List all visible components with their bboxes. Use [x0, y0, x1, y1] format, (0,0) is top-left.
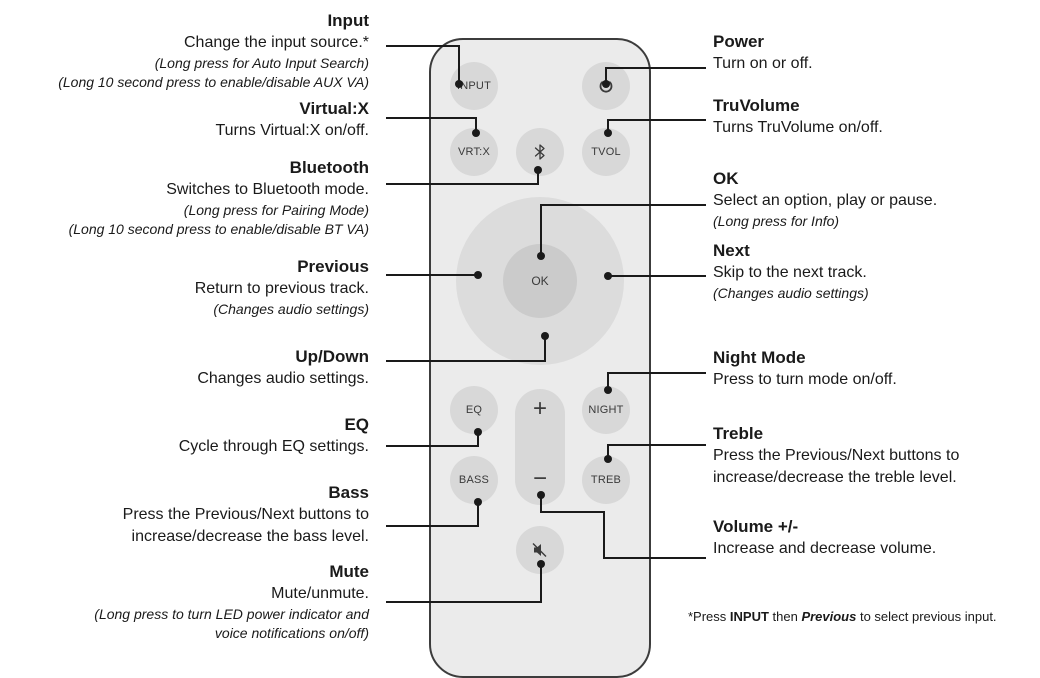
label-ok-note1: (Long press for Info) [713, 213, 840, 229]
label-bluetooth-note1: (Long press for Pairing Mode) [183, 202, 369, 218]
label-treble-desc2: increase/decrease the treble level. [713, 469, 957, 486]
label-eq: EQ Cycle through EQ settings. [179, 414, 369, 458]
label-bluetooth: Bluetooth Switches to Bluetooth mode. (L… [69, 157, 369, 239]
footnote-prefix: *Press [688, 609, 730, 624]
label-updown-desc: Changes audio settings. [197, 370, 369, 387]
footnote-key1: INPUT [729, 609, 769, 624]
volume-down-label[interactable]: − [532, 465, 547, 492]
volume-up-label[interactable]: + [532, 395, 547, 422]
label-volume-title: Volume +/- [713, 517, 799, 536]
label-bass-desc1: Press the Previous/Next buttons to [122, 506, 369, 523]
label-virtualx-title: Virtual:X [299, 99, 369, 118]
eq-button[interactable]: EQ [450, 386, 498, 434]
label-input-note1: (Long press for Auto Input Search) [154, 55, 369, 71]
ok-button-label: OK [531, 274, 549, 288]
vrtx-button-label: VRT:X [458, 146, 490, 158]
label-power-title: Power [713, 32, 765, 51]
label-bluetooth-note2: (Long 10 second press to enable/disable … [68, 221, 369, 237]
label-input: Input Change the input source.* (Long pr… [58, 10, 369, 92]
bass-button-label: BASS [458, 474, 490, 486]
label-virtualx-desc: Turns Virtual:X on/off. [215, 122, 369, 139]
label-nightmode-title: Night Mode [713, 348, 806, 367]
label-previous: Previous Return to previous track. (Chan… [195, 256, 369, 319]
treble-button[interactable]: TREB [582, 456, 630, 504]
night-mode-button[interactable]: NIGHT [582, 386, 630, 434]
label-updown: Up/Down Changes audio settings. [197, 346, 369, 390]
label-eq-desc: Cycle through EQ settings. [178, 438, 369, 455]
label-truvolume-title: TruVolume [713, 96, 800, 115]
eq-button-label: EQ [465, 404, 483, 416]
label-previous-desc: Return to previous track. [194, 280, 369, 297]
label-volume: Volume +/- Increase and decrease volume. [713, 516, 936, 560]
label-next-title: Next [713, 241, 750, 260]
label-mute-note2: voice notifications on/off) [214, 625, 369, 641]
label-mute-desc: Mute/unmute. [271, 585, 369, 602]
virtualx-button[interactable]: VRT:X [450, 128, 498, 176]
label-treble-desc1: Press the Previous/Next buttons to [713, 447, 960, 464]
label-next: Next Skip to the next track. (Changes au… [713, 240, 869, 303]
label-next-note1: (Changes audio settings) [713, 285, 869, 301]
label-treble: Treble Press the Previous/Next buttons t… [713, 423, 959, 489]
label-virtualx: Virtual:X Turns Virtual:X on/off. [215, 98, 369, 142]
label-bass: Bass Press the Previous/Next buttons to … [123, 482, 369, 548]
label-previous-note1: (Changes audio settings) [213, 301, 369, 317]
footnote-mid: then [768, 609, 802, 624]
label-previous-title: Previous [297, 257, 369, 276]
label-truvolume-desc: Turns TruVolume on/off. [713, 119, 883, 136]
bluetooth-icon [534, 143, 546, 161]
label-power: Power Turn on or off. [713, 31, 813, 75]
mute-icon [532, 542, 548, 558]
label-ok-title: OK [713, 169, 739, 188]
label-bass-title: Bass [328, 483, 369, 502]
footnote-suffix: to select previous input. [856, 609, 997, 624]
label-bluetooth-title: Bluetooth [289, 158, 369, 177]
label-mute-note1: (Long press to turn LED power indicator … [94, 606, 369, 622]
label-next-desc: Skip to the next track. [713, 264, 867, 281]
label-eq-title: EQ [344, 415, 369, 434]
input-button-label: INPUT [457, 80, 491, 92]
tvol-button-label: TVOL [591, 146, 621, 158]
label-input-desc: Change the input source.* [183, 34, 369, 51]
label-updown-title: Up/Down [295, 347, 369, 366]
label-volume-desc: Increase and decrease volume. [713, 540, 937, 557]
truvolume-button[interactable]: TVOL [582, 128, 630, 176]
footnote-key2: Previous [801, 609, 857, 624]
leader-lines [386, 45, 706, 603]
label-power-desc: Turn on or off. [713, 55, 813, 72]
night-button-label: NIGHT [588, 404, 624, 416]
treb-button-label: TREB [590, 474, 622, 486]
label-input-title: Input [327, 11, 369, 30]
label-mute: Mute Mute/unmute. (Long press to turn LE… [94, 561, 369, 643]
label-input-note2: (Long 10 second press to enable/disable … [58, 74, 369, 90]
label-mute-title: Mute [329, 562, 369, 581]
label-bluetooth-desc: Switches to Bluetooth mode. [166, 181, 369, 198]
label-nightmode-desc: Press to turn mode on/off. [713, 371, 897, 388]
label-treble-title: Treble [713, 424, 764, 443]
label-ok: OK Select an option, play or pause. (Lon… [713, 168, 937, 231]
footnote: *Press INPUT then Previous to select pre… [688, 609, 997, 624]
label-truvolume: TruVolume Turns TruVolume on/off. [713, 95, 883, 139]
bass-button[interactable]: BASS [450, 456, 498, 504]
volume-rocker[interactable]: + − [515, 389, 565, 505]
label-nightmode: Night Mode Press to turn mode on/off. [713, 347, 897, 391]
label-bass-desc2: increase/decrease the bass level. [131, 528, 369, 545]
label-ok-desc: Select an option, play or pause. [713, 192, 938, 209]
